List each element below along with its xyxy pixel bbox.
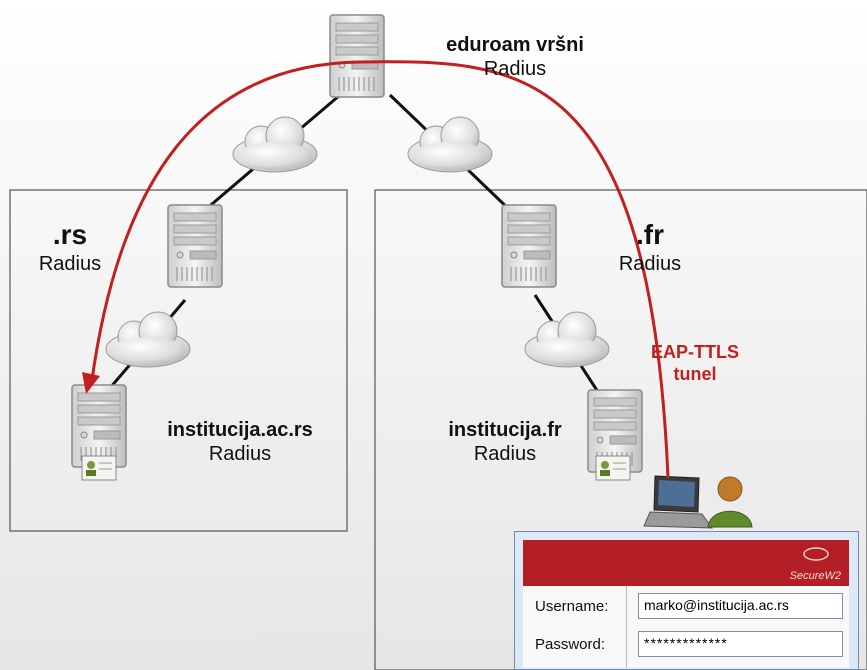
node-label-rs: .rs Radius [20,218,120,276]
node-label-inst-rs: institucija.ac.rs Radius [140,418,340,466]
node-name-rs: .rs [52,219,88,250]
tunnel-arrowhead [82,372,100,394]
securew2-logo-icon [803,547,829,561]
securew2-brand: SecureW2 [789,570,841,582]
node-name-fr: .fr [636,219,664,250]
rs-region-box [9,189,348,532]
login-dialog: SecureW2 Username: marko@institucija.ac.… [514,531,859,670]
login-form: Username: marko@institucija.ac.rs Passwo… [523,586,849,668]
server-icon-top [329,14,385,98]
tunnel-label: EAP-TTLS tunel [640,342,750,385]
username-label: Username: [535,598,609,615]
node-name-inst-fr: institucija.fr [448,419,562,441]
cloud-icon [524,311,610,368]
cloud-icon [105,311,191,368]
id-card-icon [81,455,117,481]
node-name-inst-rs: institucija.ac.rs [167,419,313,441]
form-divider [626,586,627,668]
user-icon [707,476,753,528]
node-label-inst-fr: institucija.fr Radius [420,418,590,466]
password-label: Password: [535,636,606,653]
username-field[interactable]: marko@institucija.ac.rs [638,593,843,619]
dialog-banner: SecureW2 [523,540,849,586]
id-card-icon [595,455,631,481]
node-role-inst-rs: Radius [208,443,272,465]
fr-region-box [374,189,867,670]
server-icon-fr [501,204,557,288]
node-role-top: Radius [483,58,547,80]
laptop-icon [643,475,713,529]
node-role-fr: Radius [618,252,682,275]
node-role-inst-fr: Radius [473,443,537,465]
eap-ttls-tunnel-arc [90,60,670,479]
password-field[interactable]: ************* [638,631,843,657]
server-icon-inst-rs [71,384,127,468]
node-label-fr: .fr Radius [600,218,700,276]
tunnel-label-line1: EAP-TTLS [651,342,739,362]
tunnel-label-line2: tunel [673,363,717,384]
node-role-rs: Radius [38,252,102,275]
node-label-top: eduroam vršni Radius [430,33,600,81]
server-icon-rs [167,204,223,288]
node-name-top: eduroam vršni [446,34,584,56]
